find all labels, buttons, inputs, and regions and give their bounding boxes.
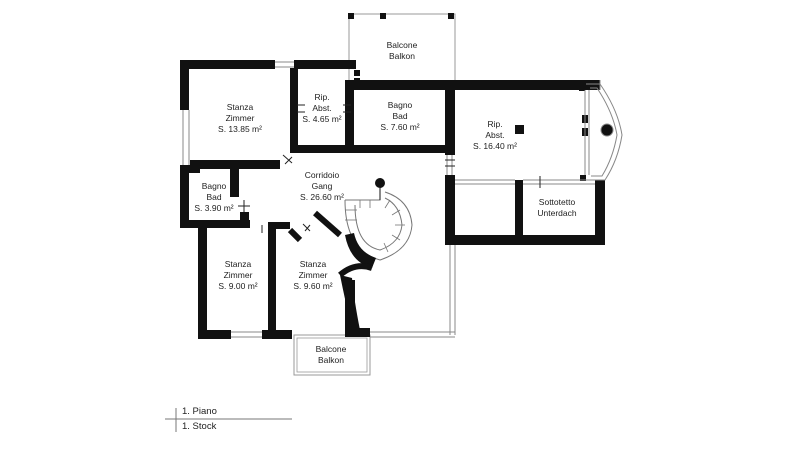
- room-name-de: Balkon: [318, 355, 344, 365]
- room-name-it: Rip.: [487, 119, 503, 129]
- floor-label-de: 1. Stock: [182, 421, 217, 432]
- floor-label-it: 1. Piano: [182, 406, 217, 417]
- walls: [180, 60, 605, 339]
- balcony-bottom-label: Balcone Balkon: [316, 344, 347, 366]
- room-name-it: Stanza: [299, 259, 327, 269]
- stanza-2-label: Stanza Zimmer S. 9.00 m²: [218, 259, 257, 292]
- room-area: S. 13.85 m²: [218, 124, 262, 134]
- rip-1-label: Rip. Abst. S. 4.65 m²: [302, 92, 341, 125]
- room-name-de: Bad: [206, 192, 222, 202]
- room-area: S. 4.65 m²: [302, 114, 342, 124]
- legend-lines: [165, 408, 292, 432]
- room-area: S. 16.40 m²: [473, 141, 517, 151]
- room-name-de: Abst.: [485, 130, 505, 140]
- room-name-de: Bad: [392, 111, 408, 121]
- room-name-it: Rip.: [314, 92, 330, 102]
- corridoio-label: Corridoio Gang S. 26.60 m²: [300, 170, 344, 203]
- room-name-it: Balcone: [386, 40, 418, 50]
- room-name-de: Zimmer: [225, 113, 255, 123]
- rip-2-label: Rip. Abst. S. 16.40 m²: [473, 119, 517, 152]
- room-area: S. 9.00 m²: [218, 281, 258, 291]
- balcony-bottom: [293, 334, 371, 376]
- room-name-it: Stanza: [226, 102, 254, 112]
- bagno-2-label: Bagno Bad S. 3.90 m²: [194, 181, 233, 214]
- room-name-de: Zimmer: [298, 270, 328, 280]
- thin-lines: [182, 61, 601, 338]
- room-area: S. 7.60 m²: [380, 122, 420, 132]
- room-area: S. 9.60 m²: [293, 281, 333, 291]
- room-name-de: Unterdach: [537, 208, 577, 218]
- room-area: S. 26.60 m²: [300, 192, 344, 202]
- room-area: S. 3.90 m²: [194, 203, 234, 213]
- bagno-1-label: Bagno Bad S. 7.60 m²: [380, 100, 419, 133]
- room-name-it: Sottotetto: [538, 197, 576, 207]
- door-markers: [238, 104, 541, 233]
- room-name-it: Balcone: [315, 344, 347, 354]
- stanza-1-label: Stanza Zimmer S. 13.85 m²: [218, 102, 262, 135]
- room-name-it: Bagno: [201, 181, 227, 191]
- room-name-de: Gang: [311, 181, 333, 191]
- room-name-it: Stanza: [224, 259, 252, 269]
- room-name-it: Bagno: [387, 100, 413, 110]
- room-name-de: Balkon: [389, 51, 415, 61]
- room-name-it: Corridoio: [304, 170, 340, 180]
- diagonal-walls: [287, 210, 342, 243]
- bay-window: [586, 83, 623, 181]
- room-name-de: Abst.: [312, 103, 332, 113]
- balcony-top-label: Balcone Balkon: [387, 40, 418, 62]
- room-name-de: Zimmer: [223, 270, 253, 280]
- sottotetto-label: Sottotetto Unterdach: [537, 197, 576, 219]
- stanza-3-label: Stanza Zimmer S. 9.60 m²: [293, 259, 332, 292]
- spiral-staircase: [338, 178, 413, 330]
